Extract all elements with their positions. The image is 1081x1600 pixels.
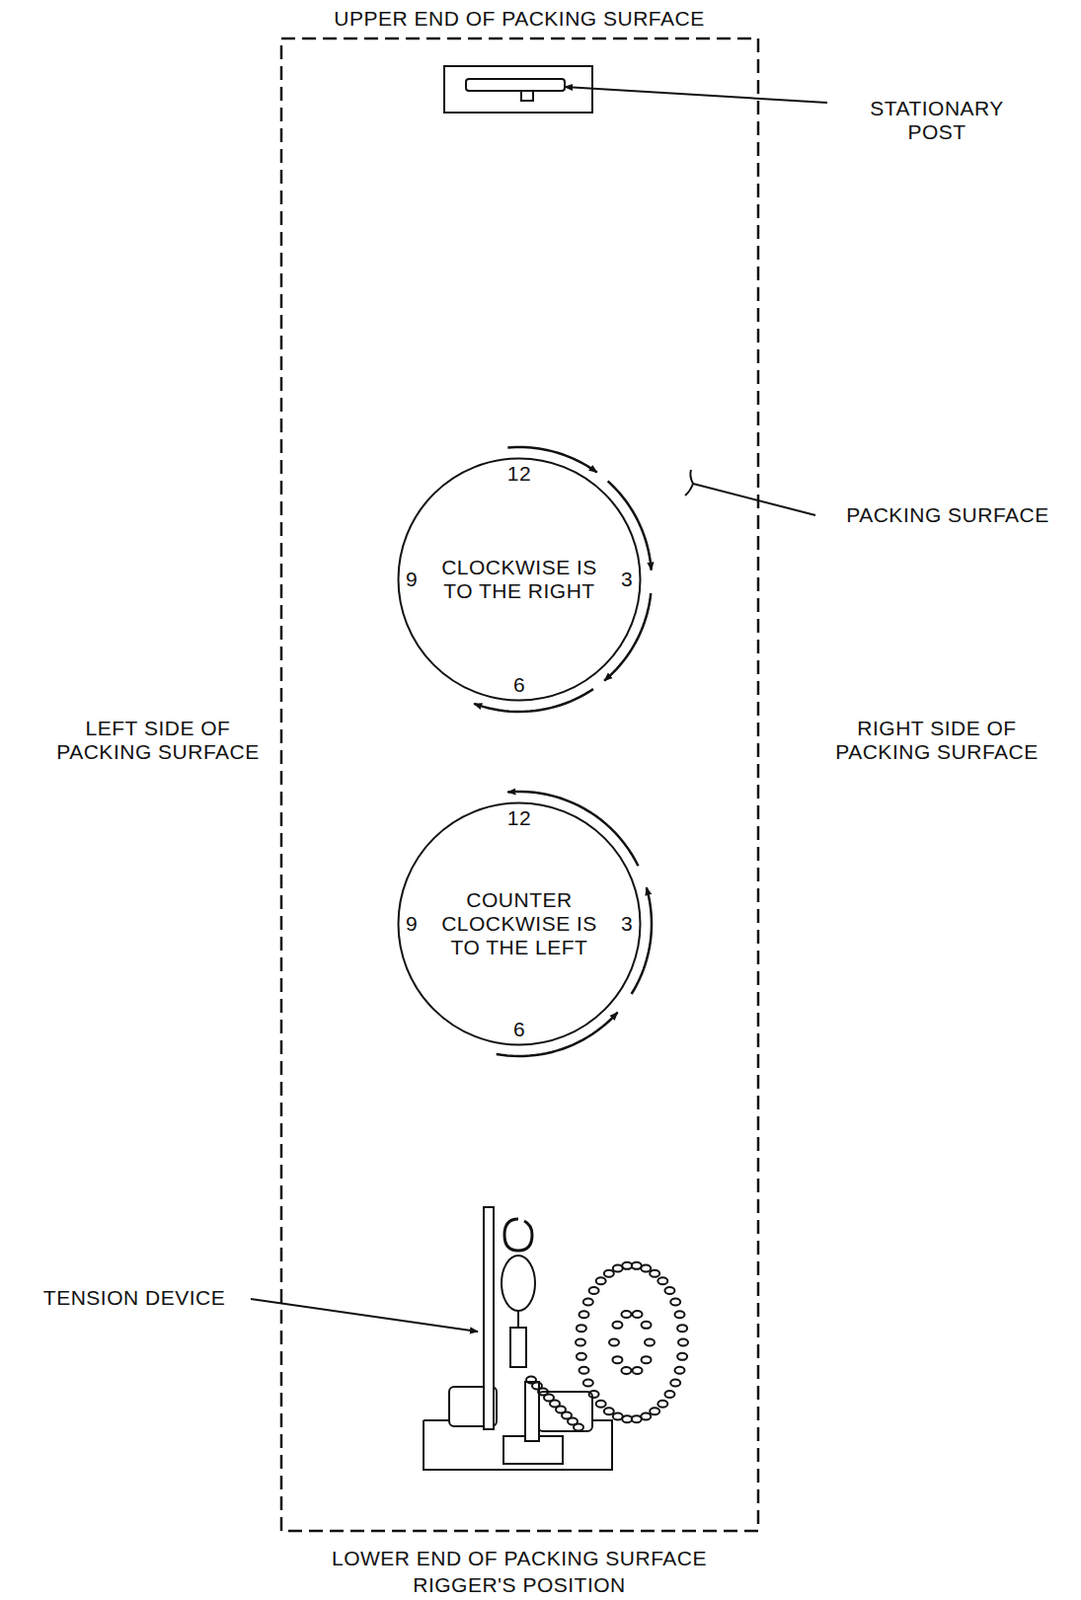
chain-link <box>596 1277 607 1285</box>
rotation-arrow <box>631 887 652 995</box>
chain-link <box>583 1380 594 1388</box>
chain-link <box>576 1353 587 1361</box>
chain-link <box>589 1390 600 1398</box>
leader-lines <box>250 86 828 1332</box>
leader-tick <box>685 469 694 496</box>
chain-link <box>632 1311 643 1318</box>
clock-number: 3 <box>612 567 642 592</box>
part-label: PACKING SURFACE <box>819 503 1077 528</box>
clock-number: 6 <box>499 1017 540 1042</box>
packing-surface-outline <box>281 38 759 1532</box>
chain-link <box>579 1367 590 1375</box>
chain-link <box>640 1264 651 1272</box>
clock-number: 12 <box>499 462 540 486</box>
chain-link <box>613 1413 623 1421</box>
chain <box>526 1262 689 1432</box>
part-label: RIGHT SIDE OF PACKING SURFACE <box>823 716 1051 765</box>
chain-link <box>579 1311 590 1318</box>
chain-link <box>631 1415 642 1423</box>
chain-link <box>632 1367 643 1375</box>
chain-link <box>670 1380 681 1388</box>
chain-link <box>612 1356 622 1364</box>
chain-link <box>657 1277 668 1285</box>
chain-link <box>612 1321 622 1329</box>
leader-line <box>693 483 816 516</box>
chain-link <box>621 1262 632 1270</box>
chain-link <box>678 1339 689 1347</box>
chain-link <box>657 1400 668 1408</box>
rotation-arrow <box>608 480 652 570</box>
clock-circle: 12 9COUNTER CLOCKWISE IS TO THE LEFT3 6 <box>396 801 642 1047</box>
direction-arrows <box>473 447 652 1057</box>
chain-link <box>620 1311 631 1318</box>
rotation-arrow <box>496 1012 618 1057</box>
clock-circle: 12 9CLOCKWISE IS TO THE RIGHT3 6 <box>396 457 642 702</box>
chain-link <box>677 1353 688 1361</box>
chain-link <box>604 1407 615 1415</box>
chain-link <box>649 1270 660 1278</box>
chain-link <box>641 1356 652 1364</box>
clock-number: 12 <box>499 806 540 831</box>
chain-link <box>664 1287 675 1295</box>
chain-link <box>573 1424 584 1432</box>
clock-number: 9 <box>396 912 427 936</box>
chain-link <box>649 1407 660 1415</box>
chain-link <box>674 1311 685 1318</box>
chain-link <box>604 1270 615 1278</box>
chain-link <box>576 1324 587 1332</box>
part-label: LEFT SIDE OF PACKING SURFACE <box>49 716 267 765</box>
chain-link <box>609 1339 619 1347</box>
stationary-post <box>444 66 593 113</box>
chain-link <box>620 1367 631 1375</box>
circle-caption: COUNTER CLOCKWISE IS TO THE LEFT <box>433 888 607 960</box>
clock-number: 6 <box>499 673 540 697</box>
tension-device <box>423 1207 613 1470</box>
circle-caption: CLOCKWISE IS TO THE RIGHT <box>433 555 607 604</box>
chain-link <box>596 1400 607 1408</box>
chain-link <box>674 1367 685 1375</box>
chain-link <box>575 1339 586 1347</box>
leader-line <box>250 1299 478 1332</box>
part-label: RIGGER'S POSITION <box>272 1573 767 1598</box>
rotation-arrow <box>604 593 651 682</box>
part-label: LOWER END OF PACKING SURFACE <box>272 1546 767 1571</box>
chain-link <box>644 1339 655 1347</box>
chain-link <box>589 1287 600 1295</box>
part-label: TENSION DEVICE <box>20 1286 248 1311</box>
part-label: UPPER END OF PACKING SURFACE <box>272 6 767 31</box>
chain-link <box>583 1298 594 1306</box>
clock-number: 9 <box>396 567 427 592</box>
chain-link <box>641 1321 652 1329</box>
clock-number: 3 <box>612 912 642 936</box>
leader-line <box>564 86 828 103</box>
chain-link <box>664 1390 675 1398</box>
part-label: STATIONARY POST <box>852 96 1021 145</box>
chain-link <box>677 1324 688 1332</box>
chain-link <box>670 1298 681 1306</box>
